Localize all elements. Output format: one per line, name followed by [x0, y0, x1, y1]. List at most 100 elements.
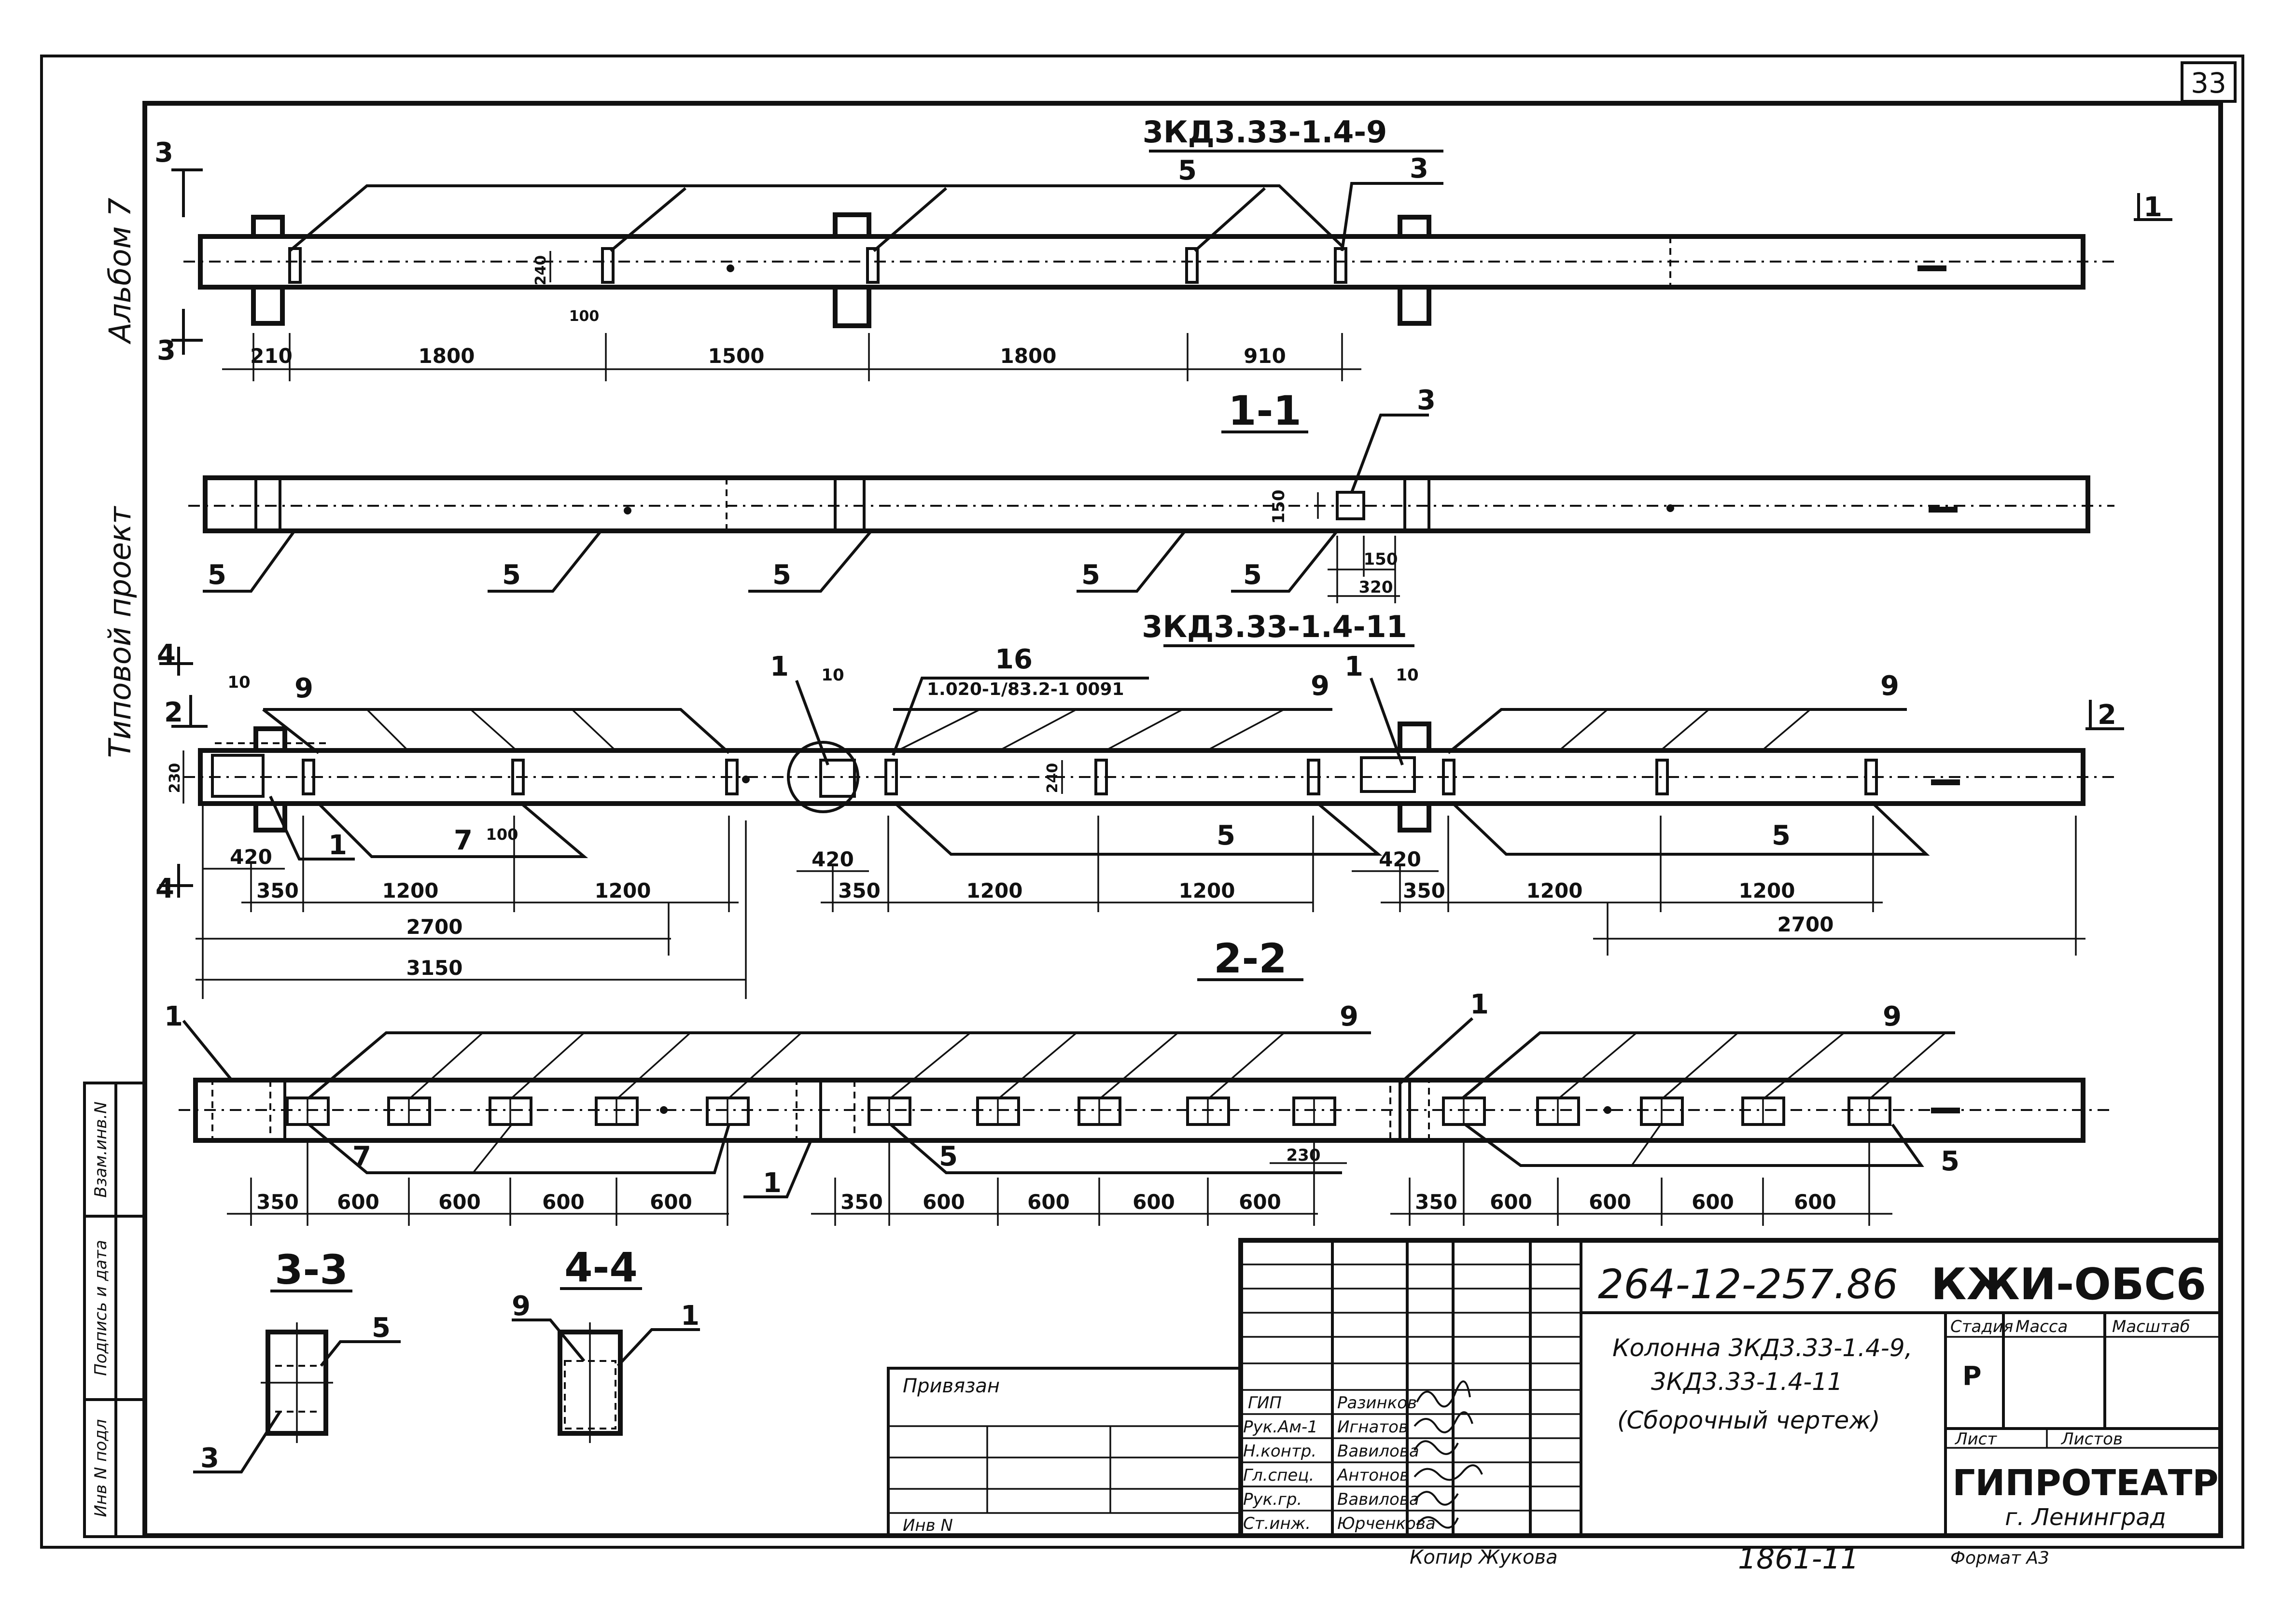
view1-label-5: 5 [1178, 155, 1197, 186]
role-1: Рук.Ам-1 [1243, 1417, 1318, 1437]
view3-label-9c: 9 [1880, 670, 1899, 702]
view3-label-9b: 9 [1311, 670, 1329, 702]
view-2-section-1-1: 1-1 3 5 5 5 5 5 150 150 320 [188, 385, 2114, 603]
view4-label-1a: 1 [164, 1001, 183, 1032]
hdr-stage: Стадия [1950, 1317, 2013, 1336]
v1-dim-1500: 1500 [708, 344, 765, 368]
name-0: Разинков [1337, 1393, 1417, 1413]
v4-dim-600i: 600 [1490, 1190, 1532, 1214]
view-1-column-9: 3КД3.33-1.4-9 5 3 3 3 1 [154, 114, 2172, 381]
project-label: Типовой проект [102, 506, 138, 758]
v4-dim-600e: 600 [923, 1190, 965, 1214]
view3-marker-2: 2 [164, 697, 183, 728]
name-line-2: 3КД3.33-1.4-11 [1651, 1368, 1843, 1396]
view4-label-1c: 1 [763, 1167, 782, 1199]
v3-dim-1200e: 1200 [1526, 879, 1583, 902]
role-5: Ст.инж. [1243, 1514, 1311, 1533]
podpis-label: Подпись и дата [91, 1240, 111, 1376]
v3-dim-350c: 350 [1403, 879, 1445, 902]
v3-dim-1200f: 1200 [1739, 879, 1795, 902]
v4-dim-350a: 350 [256, 1190, 299, 1214]
view3-marker-4b: 4 [155, 873, 174, 904]
view4-label-1b: 1 [1470, 989, 1489, 1020]
hdr-mass: Масса [2015, 1317, 2068, 1336]
view4-label-5b: 5 [1941, 1146, 1959, 1177]
v3-dim-1200a: 1200 [382, 879, 439, 902]
name-4: Вавилова [1337, 1490, 1419, 1509]
doc-code: 264-12-257.86 [1598, 1261, 1898, 1308]
view2-label-5a: 5 [208, 559, 226, 591]
s33-title: 3-3 [275, 1246, 348, 1293]
inv-n-label: Инв N [903, 1516, 953, 1535]
page-number-box [2181, 61, 2237, 103]
left-approval-boxes: Взам.инв.N Подпись и дата Инв N подл [83, 1082, 146, 1538]
name-2: Вавилова [1337, 1442, 1419, 1461]
plates-row [286, 1097, 1891, 1126]
hdr-sheets: Листов [2060, 1430, 2123, 1449]
s33-label-3: 3 [200, 1443, 219, 1474]
v4-dim-600d: 600 [650, 1190, 692, 1214]
v3-dim-230: 230 [167, 763, 183, 793]
signatures [1413, 1380, 1483, 1529]
view1-marker-1: 1 [2143, 192, 2162, 223]
s44-title: 4-4 [564, 1244, 638, 1291]
hdr-sheet: Лист [1954, 1430, 1997, 1449]
v4-dim-600l: 600 [1794, 1190, 1836, 1214]
section-3-3: 3-3 5 3 [193, 1246, 401, 1474]
view3-label-1a: 1 [770, 651, 789, 682]
view3-label-7: 7 [454, 825, 473, 856]
v4-dim-600f: 600 [1027, 1190, 1070, 1214]
v4-dim-600a: 600 [337, 1190, 379, 1214]
role-3: Гл.спец. [1243, 1466, 1314, 1485]
outer-frame [40, 55, 2244, 1549]
v3-dim-100: 100 [486, 825, 518, 844]
v3-dim-3150: 3150 [406, 956, 463, 980]
view3-label-16: 16 [995, 644, 1033, 675]
v4-dim-600j: 600 [1589, 1190, 1631, 1214]
view3-label-9a: 9 [294, 673, 313, 704]
name-1: Игнатов [1337, 1417, 1408, 1437]
v3-dim-2700b: 2700 [1777, 913, 1834, 936]
view3-title: 3КД3.33-1.4-11 [1142, 609, 1407, 644]
v4-dim-600b: 600 [438, 1190, 481, 1214]
privyazan-label: Привязан [903, 1375, 1000, 1397]
doc-mark: КЖИ-ОБС6 [1931, 1259, 2206, 1310]
v3-dim-1200d: 1200 [1179, 879, 1235, 902]
v4-dim-600k: 600 [1692, 1190, 1734, 1214]
title-block: Привязан Инв N ГИП Разинков Рук.Ам-1 Игн… [887, 1238, 2223, 1538]
view2-label-5e: 5 [1243, 559, 1262, 591]
vzam-label: Взам.инв.N [91, 1101, 111, 1197]
v3-dim-1200b: 1200 [595, 879, 651, 902]
v3-dim-350b: 350 [838, 879, 881, 902]
name-3: Антонов [1336, 1466, 1409, 1485]
v4-dim-600g: 600 [1133, 1190, 1175, 1214]
v2-dim-320: 320 [1359, 578, 1393, 597]
view2-label-5d: 5 [1081, 559, 1100, 591]
v1-dim-1800a: 1800 [419, 344, 475, 368]
footer-format: Формат А3 [1950, 1548, 2049, 1568]
v1-dim-210: 210 [250, 344, 293, 368]
role-0: ГИП [1248, 1393, 1282, 1413]
view2-label-5b: 5 [502, 559, 521, 591]
view3-label-5b: 5 [1772, 820, 1791, 851]
view-4-section-2-2: 2-2 [164, 935, 2114, 1226]
v4-dim-350b: 350 [840, 1190, 883, 1214]
hdr-scale: Масштаб [2112, 1317, 2190, 1336]
s44-label-1: 1 [681, 1300, 700, 1332]
v3-dim-350a: 350 [256, 879, 299, 902]
view4-label-7: 7 [352, 1141, 371, 1172]
section-4-4: 4-4 9 1 [512, 1244, 700, 1443]
s44-label-9: 9 [512, 1291, 531, 1322]
footer-copied: Копир Жукова [1410, 1546, 1558, 1568]
v3-dim-10a: 10 [227, 673, 250, 692]
s33-label-5: 5 [372, 1312, 391, 1344]
view4-label-9a: 9 [1340, 1001, 1358, 1032]
v3-dim-1200c: 1200 [966, 879, 1023, 902]
v4-dim-350c: 350 [1415, 1190, 1457, 1214]
view3-marker-4a: 4 [157, 639, 176, 670]
view-3-column-11: 3КД3.33-1.4-11 [155, 609, 2124, 999]
view4-label-5a: 5 [939, 1141, 958, 1172]
v3-dim-2700a: 2700 [406, 915, 463, 939]
footer-order: 1861-11 [1738, 1542, 1859, 1576]
